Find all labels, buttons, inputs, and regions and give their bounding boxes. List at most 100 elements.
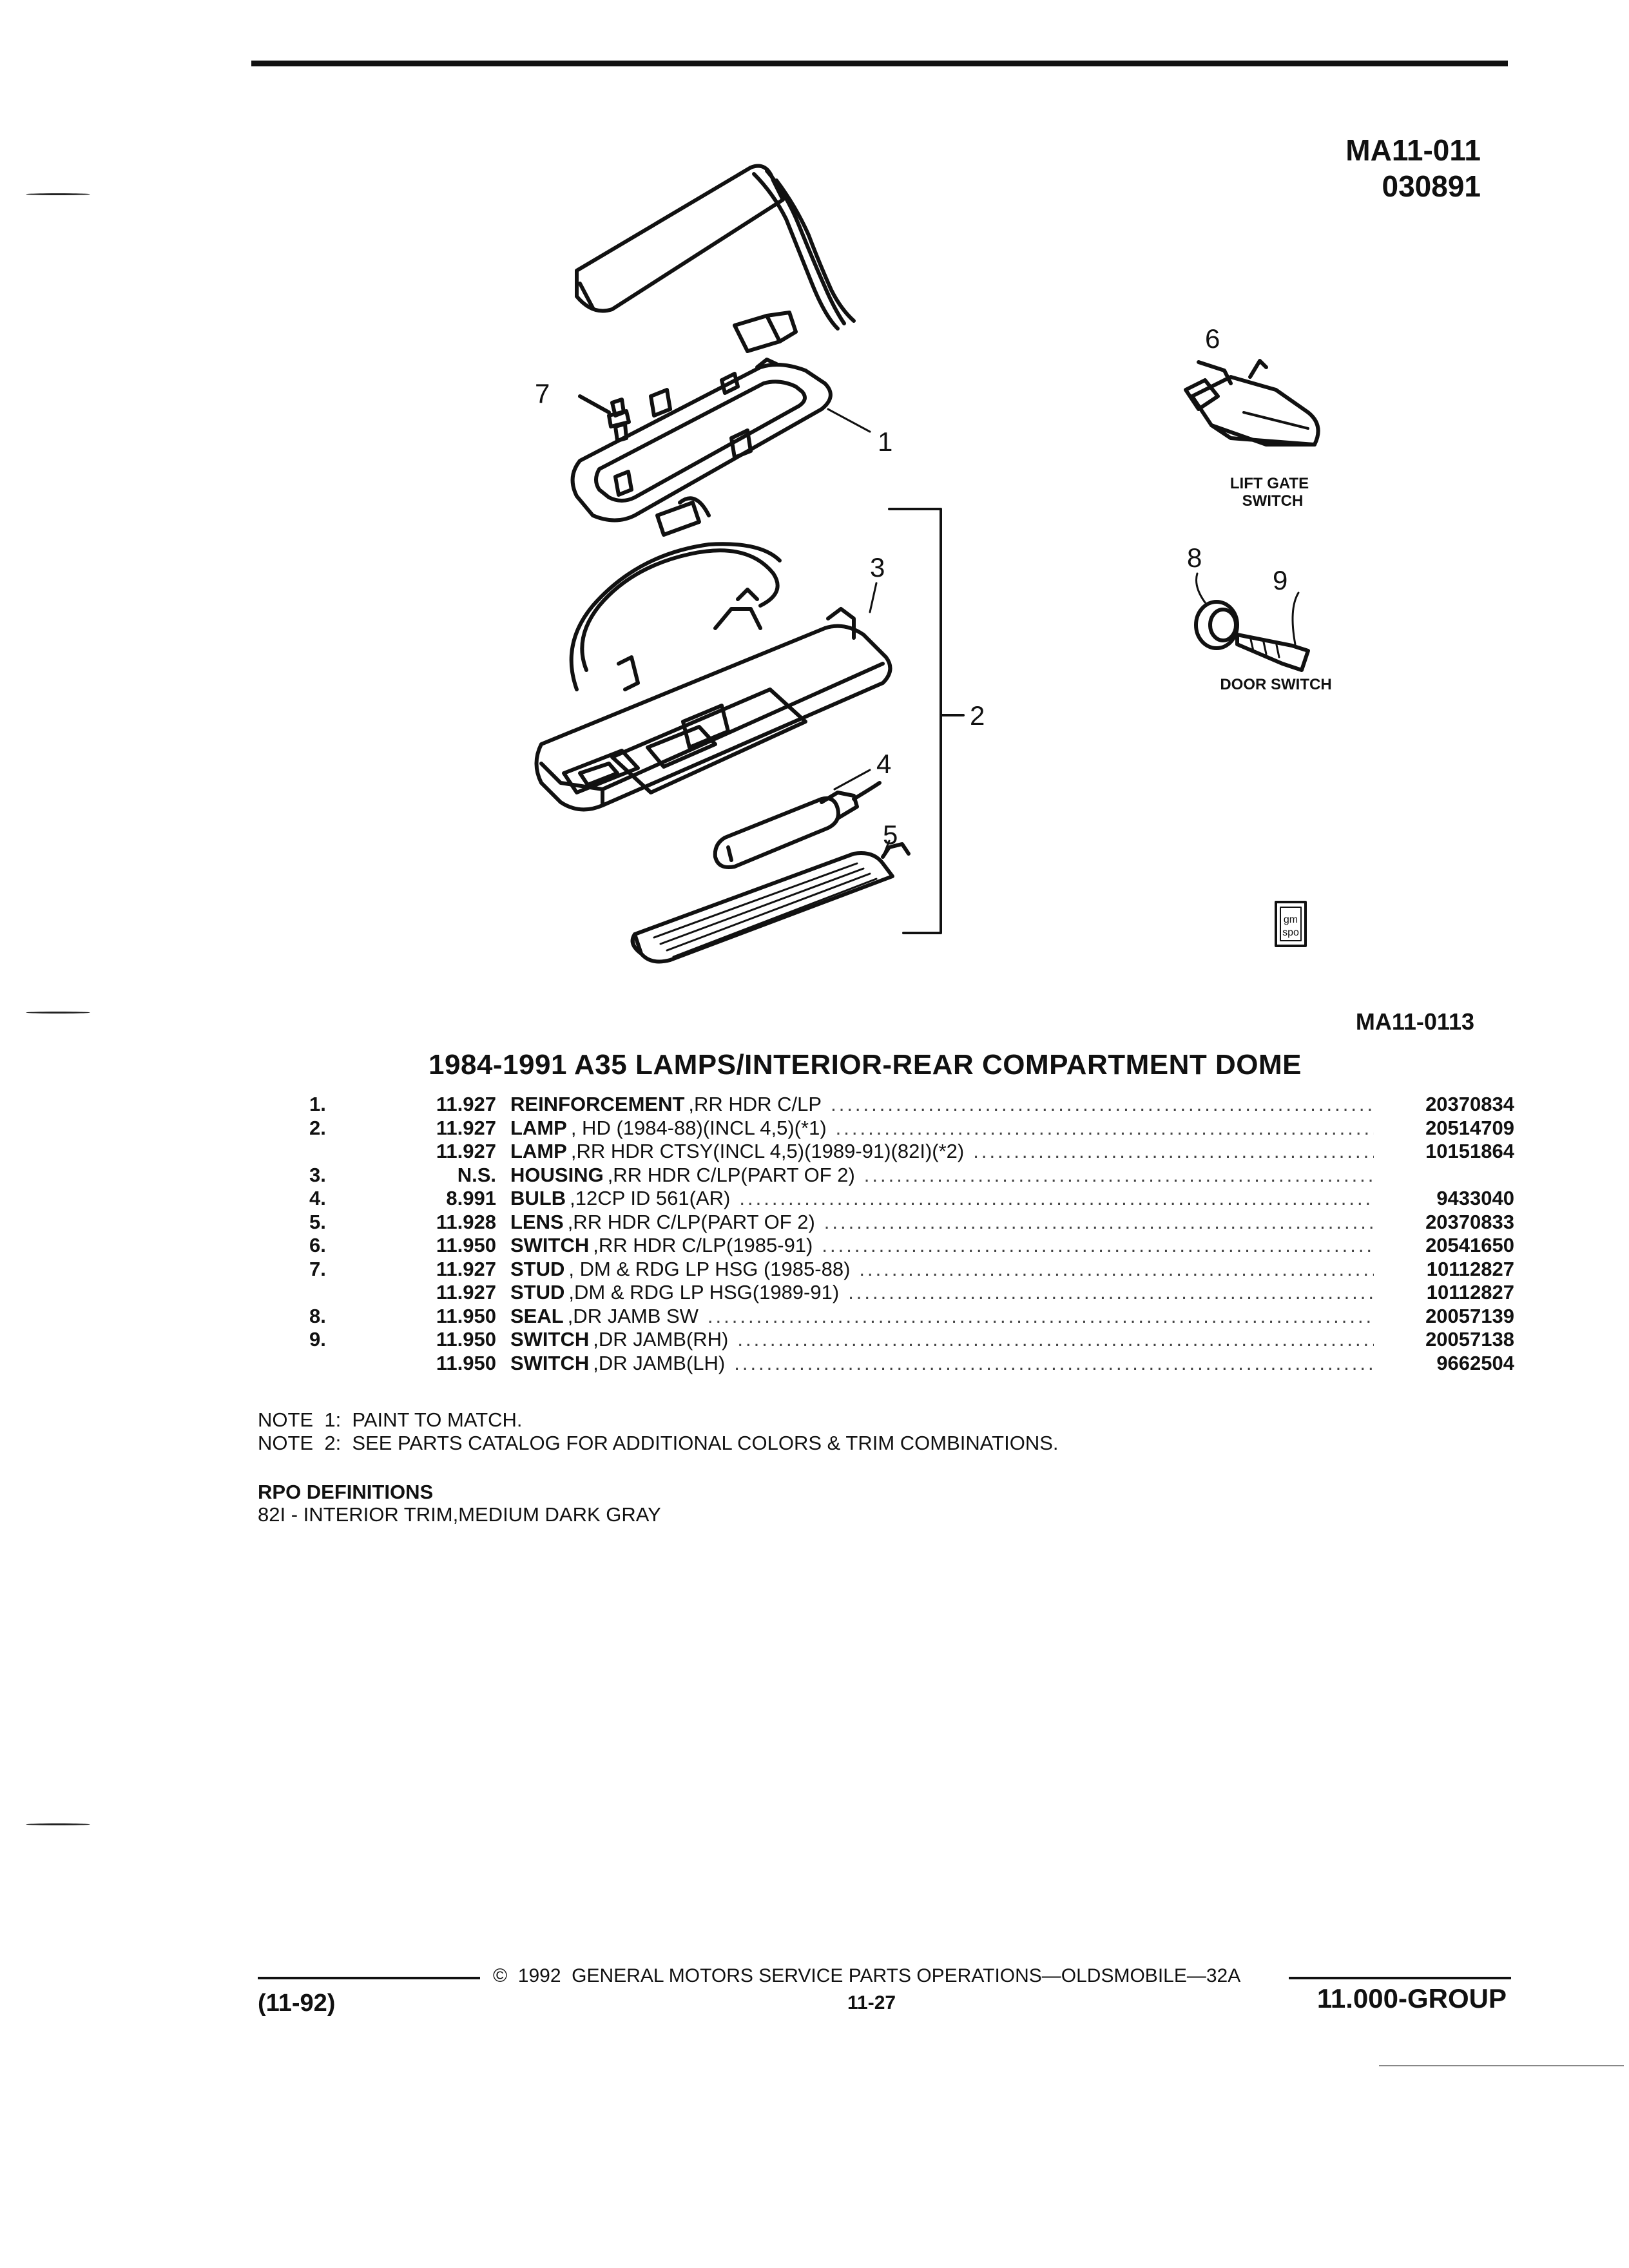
part-description: ,DR JAMB(RH) (593, 1328, 729, 1350)
part-item-number: 6. (309, 1234, 326, 1256)
revision-date: (11-92) (258, 1990, 336, 2017)
leader-dots (973, 1140, 1374, 1163)
document-code: MA11-011 030891 (1345, 132, 1481, 204)
parts-row: 3.N.S.HOUSING,RR HDR C/LP(PART OF 2) (309, 1164, 1514, 1187)
part-number: 20514709 (1425, 1116, 1514, 1139)
part-item-number: 3. (309, 1163, 326, 1186)
part-description: , HD (1984-88)(INCL 4,5)(*1) (570, 1116, 827, 1139)
bottom-edge-rule (1379, 2065, 1624, 2066)
part-description: ,DR JAMB SW (567, 1304, 699, 1327)
part-number: 20057138 (1425, 1328, 1514, 1350)
gm-spo-logo (1275, 901, 1307, 947)
callout-2: 2 (970, 700, 985, 731)
notes-block: NOTE 1: PAINT TO MATCH. NOTE 2: SEE PART… (258, 1408, 1059, 1455)
part-number: 10112827 (1426, 1281, 1514, 1303)
callout-9: 9 (1273, 565, 1287, 595)
figure-code: MA11-0113 (1355, 1008, 1474, 1035)
page-number: 11-27 (847, 1992, 896, 2013)
part-description: ,RR HDR C/LP(PART OF 2) (607, 1163, 855, 1186)
doc-code-number: MA11-011 (1345, 133, 1481, 167)
leader-dots (836, 1117, 1374, 1140)
part-group-number: 11.927 (436, 1257, 496, 1280)
part-group-number: 11.927 (436, 1140, 496, 1162)
part-name: STUD (510, 1281, 565, 1303)
part-name: STUD (510, 1257, 565, 1280)
part-item-number: 4. (309, 1187, 326, 1209)
footer-rule-left (258, 1977, 480, 1979)
part-item-number: 9. (309, 1328, 326, 1350)
footer-copyright: © 1992 GENERAL MOTORS SERVICE PARTS OPER… (493, 1965, 1241, 1986)
reinforcement-frame-illustration (570, 358, 833, 523)
leader-dots (734, 1352, 1374, 1375)
part-number: 20370834 (1425, 1093, 1514, 1115)
rpo-definition: 82I - INTERIOR TRIM,MEDIUM DARK GRAY (258, 1503, 661, 1526)
callout-6: 6 (1205, 323, 1220, 354)
door-switch-label: DOOR SWITCH (1220, 676, 1331, 693)
part-description: ,RR HDR CTSY(INCL 4,5)(1989-91)(82I)(*2) (570, 1140, 965, 1162)
part-group-number: 11.927 (436, 1281, 496, 1303)
lamp-housing-illustration (534, 496, 892, 812)
part-description: ,12CP ID 561(AR) (570, 1187, 731, 1209)
scan-mark (26, 1823, 90, 1825)
callout-7: 7 (535, 378, 550, 408)
section-title: 1984-1991 A35 LAMPS/INTERIOR-REAR COMPAR… (429, 1049, 1302, 1081)
lift-gate-label-line-1: LIFT GATE (1230, 475, 1309, 492)
part-number: 9433040 (1436, 1187, 1514, 1209)
part-item-number: 8. (309, 1304, 326, 1327)
note-2: NOTE 2: SEE PARTS CATALOG FOR ADDITIONAL… (258, 1432, 1059, 1454)
part-number: 10151864 (1425, 1140, 1514, 1162)
part-description: , DM & RDG LP HSG (1985-88) (568, 1257, 851, 1280)
leader-dots (822, 1234, 1374, 1257)
leader-dots (739, 1187, 1374, 1210)
callout-3: 3 (870, 552, 885, 582)
part-number: 20370833 (1425, 1210, 1514, 1233)
callout-8: 8 (1187, 543, 1202, 573)
part-number: 20541650 (1425, 1234, 1514, 1256)
part-group-number: 11.927 (436, 1116, 496, 1139)
part-name: LENS (510, 1210, 564, 1233)
rpo-heading: RPO DEFINITIONS (258, 1481, 434, 1503)
part-item-number: 7. (309, 1257, 326, 1280)
part-item-number: 2. (309, 1116, 326, 1139)
note-1: NOTE 1: PAINT TO MATCH. (258, 1408, 523, 1431)
part-name: SWITCH (510, 1351, 590, 1374)
part-name: SWITCH (510, 1328, 590, 1350)
part-name: REINFORCEMENT (510, 1093, 685, 1115)
bulb-illustration (713, 781, 882, 869)
part-group-number: 11.950 (436, 1351, 496, 1374)
part-number: 20057139 (1425, 1304, 1514, 1327)
leader-dots (848, 1281, 1374, 1304)
logo-text-spo: spo (1282, 927, 1299, 938)
callout-4: 4 (876, 749, 891, 779)
part-group-number: 8.991 (446, 1187, 496, 1209)
lens-illustration (630, 842, 911, 964)
part-name: LAMP (510, 1116, 567, 1139)
leader-dots (824, 1211, 1374, 1234)
scan-mark (26, 193, 90, 195)
part-description: ,DM & RDG LP HSG(1989-91) (568, 1281, 840, 1303)
part-description: ,RR HDR C/LP(1985-91) (593, 1234, 813, 1256)
stud-illustration (578, 394, 631, 443)
part-number: 10112827 (1426, 1257, 1514, 1280)
part-name: HOUSING (510, 1163, 604, 1186)
leader-dots (708, 1305, 1374, 1328)
leader-dots (864, 1164, 1374, 1187)
part-group-number: 11.927 (436, 1093, 496, 1115)
part-description: ,DR JAMB(LH) (593, 1351, 726, 1374)
part-description: ,RR HDR C/LP (688, 1093, 822, 1115)
doc-code-date: 030891 (1382, 169, 1481, 203)
parts-row: 2. 11.927 LAMP, HD (1984-88)(INCL 4,5)(*1)… (309, 1117, 1514, 1140)
part-group-number: 11.950 (436, 1304, 496, 1327)
part-item-number: 1. (309, 1093, 326, 1115)
parts-row: 11.927 STUD,DM & RDG LP HSG(1989-91) 10112… (309, 1281, 1514, 1305)
part-name: LAMP (510, 1140, 567, 1162)
assembly-bracket (888, 508, 942, 934)
parts-row: 7. 11.927 STUD, DM & RDG LP HSG (1985-88) 1… (309, 1258, 1514, 1282)
leader-dots (737, 1328, 1374, 1351)
